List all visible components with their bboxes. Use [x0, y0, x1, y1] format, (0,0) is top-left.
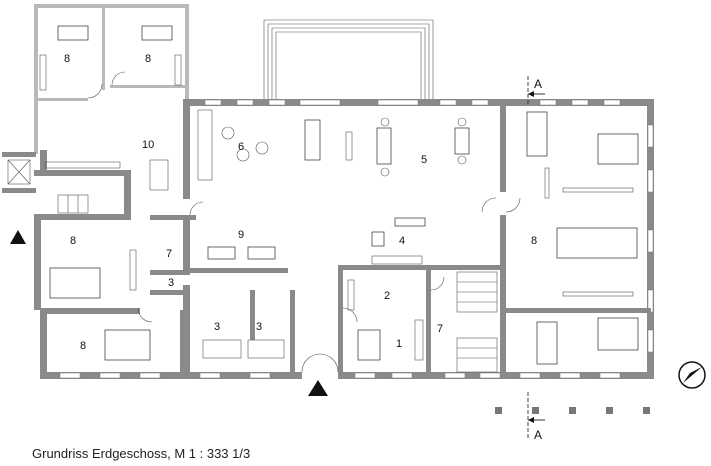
- terrace-frame: [263, 19, 434, 99]
- pier-markers: [495, 407, 650, 414]
- entrance-triangle-icon: [10, 230, 26, 244]
- interior-walls: [150, 104, 651, 375]
- room-label-8b: 8: [145, 53, 151, 65]
- room-label-8c: 8: [70, 235, 76, 247]
- outer-walls: [2, 4, 654, 379]
- section-label-top: A: [534, 77, 542, 91]
- room-label-10: 10: [142, 139, 154, 151]
- room-label-8d: 8: [531, 235, 537, 247]
- room-label-1: 1: [396, 338, 402, 350]
- north-arrow-icon: [678, 361, 706, 389]
- section-marker-bottom: A: [527, 392, 545, 440]
- floor-plan: 8 8 10 6 5 8 9 7 4 8 3 2 3 3 7 8 1 A A: [2, 4, 706, 440]
- room-label-9: 9: [238, 229, 244, 241]
- room-label-3a: 3: [168, 277, 174, 289]
- room-label-3b: 3: [214, 321, 220, 333]
- entrance-triangle-icon: [308, 380, 328, 396]
- room-label-5: 5: [421, 154, 427, 166]
- doors: [87, 71, 521, 373]
- room-label-4: 4: [399, 235, 405, 247]
- furniture: [39, 25, 639, 373]
- room-label-7a: 7: [166, 248, 172, 260]
- room-label-3c: 3: [256, 321, 262, 333]
- room-labels: 8 8 10 6 5 8 9 7 4 8 3 2 3 3 7 8 1: [64, 53, 537, 352]
- room-label-7b: 7: [437, 323, 443, 335]
- room-label-6: 6: [238, 141, 244, 153]
- room-label-8a: 8: [64, 53, 70, 65]
- section-label-bottom: A: [534, 428, 542, 440]
- plan-caption: Grundriss Erdgeschoss, M 1 : 333 1/3: [32, 446, 251, 461]
- room-label-8e: 8: [80, 340, 86, 352]
- room-label-2: 2: [384, 290, 390, 302]
- section-marker-top: A: [527, 76, 545, 104]
